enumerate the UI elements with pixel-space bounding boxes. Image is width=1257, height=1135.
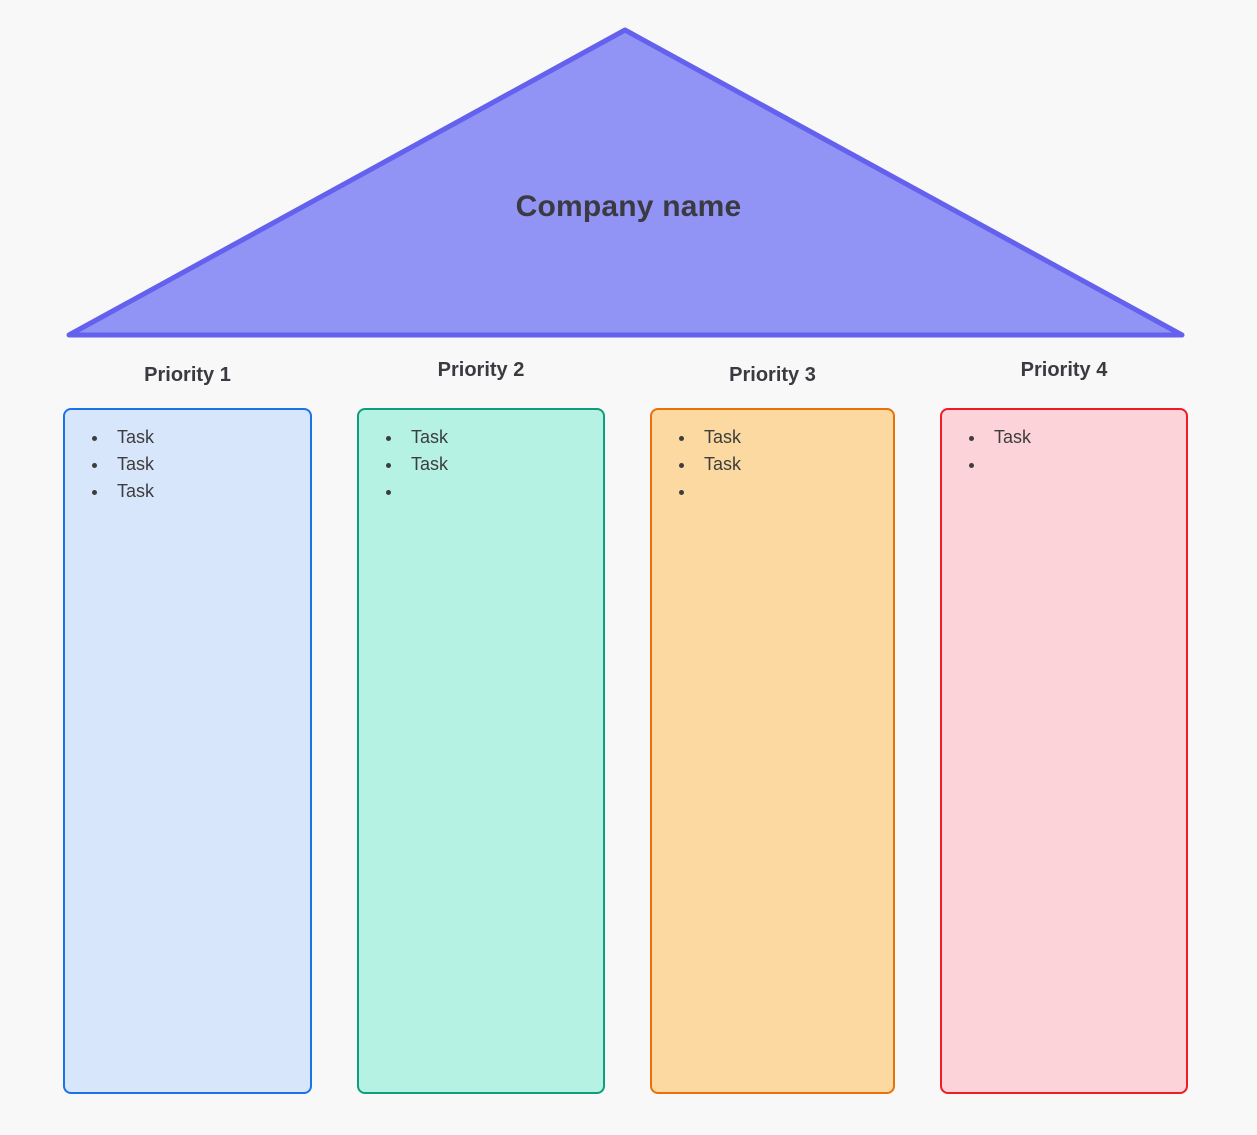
roof-triangle-shape	[66, 27, 1185, 338]
company-roof-triangle	[66, 27, 1185, 338]
priority-column-3: Priority 3 TaskTask	[650, 360, 895, 1094]
priority-box-4: Task	[940, 408, 1188, 1094]
empty-task-bullet	[986, 451, 1186, 478]
task-item: Task	[109, 478, 310, 505]
task-list: TaskTask	[652, 424, 893, 505]
task-item: Task	[696, 451, 893, 478]
priority-column-1: Priority 1 TaskTaskTask	[63, 360, 312, 1094]
priority-column-2: Priority 2 TaskTask	[357, 359, 605, 1094]
task-list: TaskTaskTask	[65, 424, 310, 505]
empty-task-bullet	[696, 478, 893, 505]
priority-box-1: TaskTaskTask	[63, 408, 312, 1094]
empty-task-bullet	[403, 478, 603, 505]
task-list: Task	[942, 424, 1186, 478]
priority-box-3: TaskTask	[650, 408, 895, 1094]
task-item: Task	[403, 424, 603, 451]
company-name-label: Company name	[515, 190, 742, 223]
priority-column-title-2: Priority 2	[437, 359, 525, 381]
priority-box-2: TaskTask	[357, 408, 605, 1094]
task-item: Task	[986, 424, 1186, 451]
priority-column-4: Priority 4 Task	[940, 359, 1188, 1094]
task-list: TaskTask	[359, 424, 603, 505]
task-item: Task	[403, 451, 603, 478]
priority-column-title-1: Priority 1	[144, 364, 231, 386]
task-item: Task	[109, 424, 310, 451]
priority-column-title-3: Priority 3	[729, 364, 816, 386]
task-item: Task	[696, 424, 893, 451]
priority-column-title-4: Priority 4	[1020, 359, 1108, 381]
task-item: Task	[109, 451, 310, 478]
